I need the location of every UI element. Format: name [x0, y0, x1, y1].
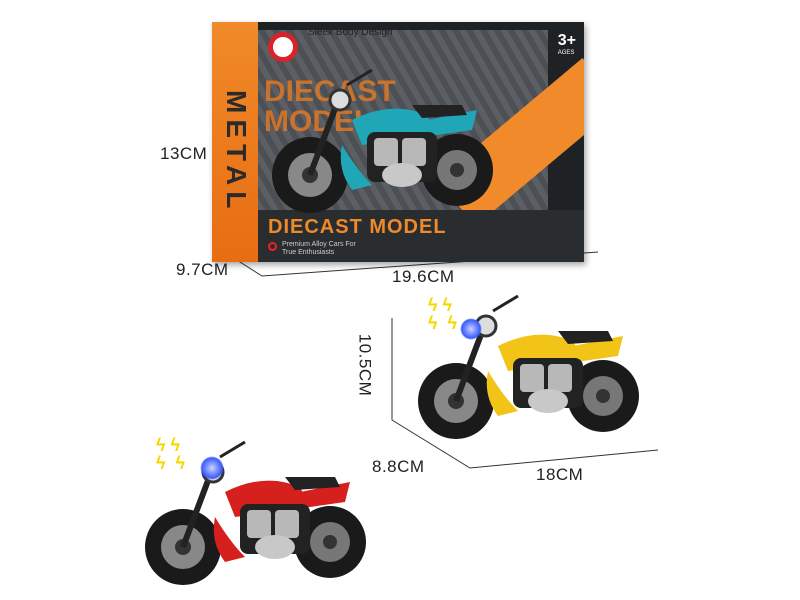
metal-text: METAL [221, 89, 252, 215]
bike-length-label: 18CM [536, 465, 584, 484]
product-box: METAL DIECAST MODEL Sleek Body Design 3+… [212, 22, 584, 262]
brand-logo [268, 32, 298, 62]
bike-depth-label: 8.8CM [372, 457, 425, 476]
box-depth-label: 9.7CM [176, 260, 229, 279]
subtitle-line-1: Premium Alloy Cars For [282, 241, 356, 248]
headlight-glow [460, 318, 482, 340]
box-side-panel: METAL [212, 22, 258, 262]
box-height-label: 13CM [160, 144, 208, 163]
box-tagline: Sleek Body Design [308, 27, 393, 38]
box-title: DIECAST MODEL [268, 216, 447, 238]
target-icon [268, 242, 277, 251]
age-label: 3+ [557, 32, 576, 49]
subtitle-line-2: True Enthusiasts [282, 249, 335, 256]
age-sub-label: AGES [557, 50, 575, 56]
teal-motorcycle [262, 60, 502, 220]
age-badge: 3+AGES [558, 32, 576, 56]
box-width-label: 19.6CM [392, 267, 455, 286]
bike-height-label: 10.5CM [355, 333, 375, 397]
headlight-glow [200, 456, 224, 480]
